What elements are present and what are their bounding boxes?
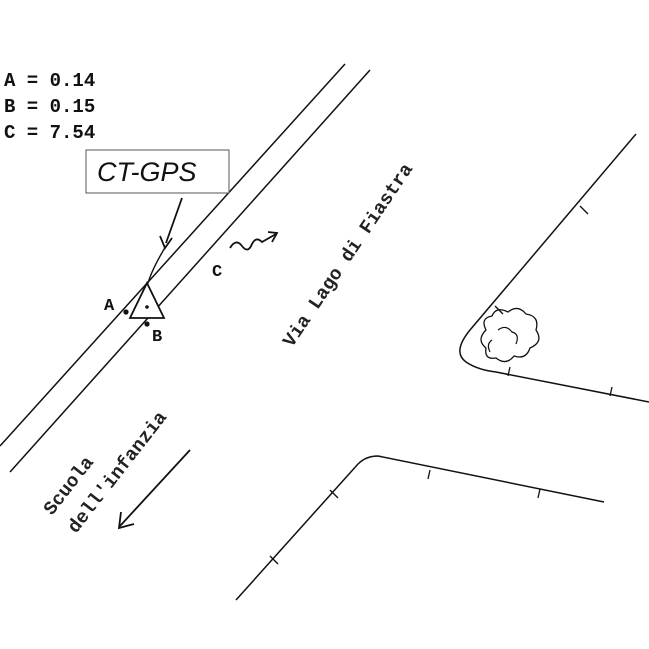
sidewalk-line-outer: [0, 63, 346, 447]
direction-arrowhead-icon: [117, 511, 135, 530]
direction-arrow-icon: [119, 449, 191, 527]
tick-mark: [579, 205, 589, 215]
pointer-leader: [145, 245, 167, 291]
point-b-label: B: [152, 328, 162, 347]
tick-mark: [507, 366, 511, 377]
measure-a: A = 0.14: [4, 70, 95, 92]
point-a-label: A: [104, 297, 115, 316]
block-corner-lower-right: [235, 455, 605, 601]
tree-icon: [480, 307, 540, 363]
device-label-box: [85, 149, 230, 194]
tree-detail: [497, 326, 518, 345]
tick-mark: [427, 469, 431, 480]
device-center-dot: [145, 305, 149, 309]
street-label: Via Lago di Fiastra: [279, 159, 418, 351]
tree-detail: [487, 339, 493, 353]
scribble-arrow-icon: [229, 233, 277, 251]
block-corner-upper-right: [459, 133, 649, 403]
measure-b: B = 0.15: [4, 96, 95, 118]
device-marker-icon: [128, 280, 166, 319]
device-label: CT-GPS: [97, 157, 197, 187]
point-a-dot: [123, 309, 129, 315]
point-c-label: C: [212, 263, 222, 282]
tick-mark: [609, 386, 613, 397]
pointer-arrow-icon: [165, 197, 183, 244]
tick-mark: [329, 489, 339, 499]
measure-c: C = 7.54: [4, 122, 95, 144]
scribble-arrowhead-icon: [267, 231, 279, 243]
point-b-dot: [144, 321, 150, 327]
tick-mark: [537, 488, 541, 499]
sidewalk-line-inner: [9, 69, 371, 473]
tick-mark: [269, 555, 279, 565]
